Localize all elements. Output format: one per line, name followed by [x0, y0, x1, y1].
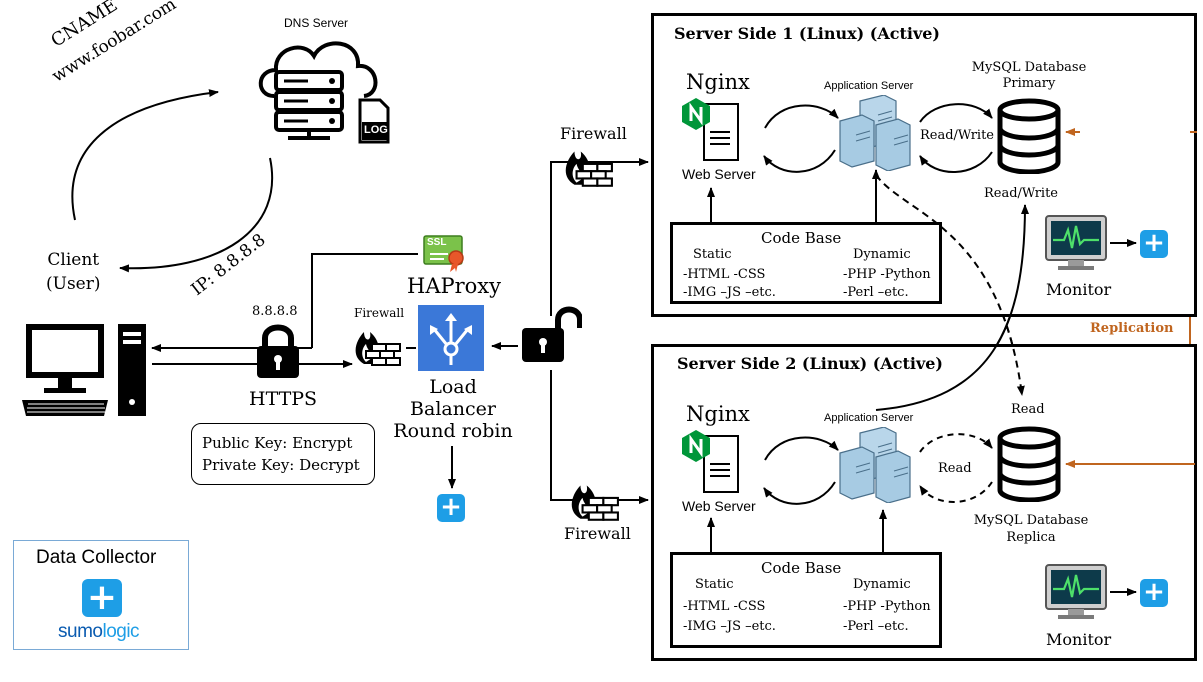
server1-static-line1: -HTML -CSS [683, 267, 766, 282]
server1-db-title: MySQL Database [971, 60, 1087, 75]
server2-static-line2: -IMG –JS –etc. [683, 619, 776, 634]
client-title: Client [47, 250, 100, 270]
unlock-icon [522, 306, 582, 362]
server1-title: Server Side 1 (Linux) (Active) [674, 24, 940, 43]
server2-codebase-box: Code Base Static Dynamic -HTML -CSS -IMG… [670, 552, 942, 648]
server1-nginx-icon [682, 98, 739, 161]
load-balancer-label: Load Balancer Round robin [392, 376, 514, 442]
server2-codebase-title: Code Base [761, 559, 842, 577]
load-balancer-icon[interactable] [418, 305, 484, 371]
ip-arc [119, 157, 273, 273]
ssl-text: SSL [427, 237, 447, 248]
lb-line1: Load [429, 376, 477, 398]
firewall-bottom-label: Firewall [564, 524, 631, 543]
server1-db-label: MySQL Database Primary [966, 60, 1092, 92]
server1-static-label: Static [693, 247, 732, 262]
server2-appserver-label: Application Server [824, 412, 914, 424]
lb-line3: Round robin [393, 420, 513, 442]
server1-db-role: Primary [1002, 76, 1056, 91]
server2-static-line1: -HTML -CSS [683, 599, 766, 614]
client-label: Client (User) [46, 248, 101, 296]
server1-monitor-label: Monitor [1046, 280, 1112, 299]
data-collector-title: Data Collector [36, 547, 157, 568]
server2-monitor-label: Monitor [1046, 630, 1112, 649]
lock-icon [257, 324, 299, 378]
sumologic-logo: sumologic [58, 621, 140, 643]
branch-top [550, 158, 649, 316]
server1-rw-inner-label: Read/Write [920, 128, 995, 143]
server2-database-icon [997, 426, 1061, 502]
server2-db-role: Replica [1006, 530, 1056, 545]
server1-dynamic-line2: -Perl –etc. [843, 285, 909, 300]
https-ip-label: 8.8.8.8 [252, 304, 298, 319]
firewall-bottom-icon [571, 485, 619, 521]
server2-dynamic-line2: -Perl –etc. [843, 619, 909, 634]
haproxy-title: HAProxy [407, 274, 501, 298]
key-info-box: Public Key: Encrypt Private Key: Decrypt [191, 423, 375, 485]
replication-label: Replication [1090, 321, 1174, 336]
server2-read-top-label: Read [1011, 402, 1045, 417]
lb-data-collector-plus[interactable]: + [437, 494, 465, 522]
dns-cloud-server-icon [258, 41, 390, 144]
server1-static-line2: -IMG –JS –etc. [683, 285, 776, 300]
server2-db-title: MySQL Database [973, 513, 1089, 528]
server2-title: Server Side 2 (Linux) (Active) [677, 354, 943, 373]
sumologic-logo-b: logic [102, 621, 140, 642]
cname-arc [71, 89, 219, 221]
server1-dynamic-label: Dynamic [853, 247, 911, 262]
server1-appserver-label: Application Server [824, 80, 914, 92]
server1-monitor-icon [1045, 215, 1107, 270]
server1-nginx-label: Nginx [686, 70, 750, 94]
data-collector-plus-icon: + [82, 579, 122, 617]
server2-dynamic-line1: -PHP -Python [843, 599, 931, 614]
firewall-icon [355, 332, 401, 366]
client-role: (User) [46, 274, 101, 294]
server1-database-icon [997, 98, 1061, 174]
server2-dynamic-label: Dynamic [853, 577, 911, 592]
log-file-label: LOG [364, 124, 388, 136]
ssl-certificate-icon [423, 235, 464, 272]
server2-nginx-label: Nginx [686, 402, 750, 426]
server1-data-collector-plus[interactable]: + [1140, 230, 1168, 258]
ssl-line [311, 253, 418, 348]
data-collector-legend: Data Collector + sumologic [13, 540, 189, 650]
server1-rw-outer-label: Read/Write [984, 186, 1059, 201]
server2-db-label: MySQL Database Replica [968, 512, 1094, 546]
private-key-text: Private Key: Decrypt [202, 456, 360, 474]
sumologic-logo-a: sumo [58, 621, 103, 642]
server2-static-label: Static [695, 577, 734, 592]
firewall-small-label: Firewall [354, 306, 405, 320]
https-label: HTTPS [249, 388, 318, 410]
firewall-top-icon [565, 151, 613, 187]
server2-data-collector-plus[interactable]: + [1140, 579, 1168, 607]
server1-appserver-icon [839, 95, 911, 171]
public-key-text: Public Key: Encrypt [202, 434, 353, 452]
server1-codebase-box: Code Base Static Dynamic -HTML -CSS -IMG… [670, 222, 942, 304]
firewall-top-label: Firewall [560, 124, 627, 143]
server2-nginx-icon [682, 430, 739, 493]
server2-monitor-icon [1045, 564, 1107, 619]
server1-webserver-label: Web Server [682, 166, 756, 182]
computer-icon [22, 324, 146, 416]
server2-webserver-label: Web Server [682, 498, 756, 514]
lb-line2: Balancer [410, 398, 496, 420]
server2-appserver-icon [839, 427, 911, 503]
dns-server-label: DNS Server [284, 16, 349, 30]
server1-codebase-title: Code Base [761, 229, 842, 247]
server2-read-inner-label: Read [938, 461, 972, 476]
server1-dynamic-line1: -PHP -Python [843, 267, 931, 282]
